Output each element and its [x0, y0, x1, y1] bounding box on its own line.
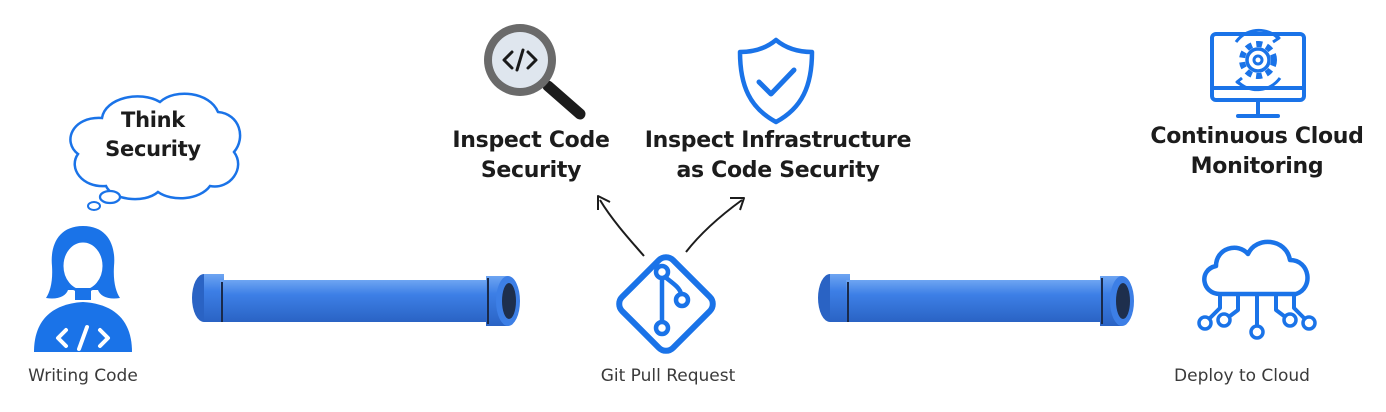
- shield-check-icon: [737, 37, 815, 125]
- thought-bubble-icon: [69, 92, 242, 211]
- pipe-right: [816, 268, 1146, 332]
- branch-arrows-icon: [597, 195, 745, 257]
- git-icon-wrap: [604, 242, 728, 366]
- monitor-icon-wrap: [1208, 22, 1308, 122]
- inspect-code-line-2: Security: [480, 158, 582, 184]
- developer-icon-wrap: [28, 222, 138, 354]
- pipe-icon: [192, 274, 520, 326]
- thought-line-1: Think: [121, 108, 185, 132]
- code-magnifier-icon: [484, 24, 586, 120]
- thought-line-2: Security: [105, 136, 201, 161]
- developer-code-icon: [34, 226, 132, 352]
- deploy-to-cloud-label: Deploy to Cloud: [1174, 366, 1310, 386]
- continuous-monitoring-label: Continuous Cloud Monitoring: [1130, 122, 1384, 183]
- thought-bubble: [60, 88, 250, 218]
- shield-icon-wrap: [734, 36, 818, 126]
- inspect-code-line-1: Inspect Code: [452, 128, 610, 153]
- inspect-iac-line-1: Inspect Infrastructure: [644, 128, 912, 153]
- monitoring-line-1: Continuous Cloud: [1150, 124, 1364, 149]
- magnifier-icon-wrap: [478, 20, 590, 120]
- git-pull-request-icon: [616, 254, 716, 354]
- pipe-icon: [818, 274, 1134, 326]
- inspect-iac-security-label: Inspect Infrastructure as Code Security: [630, 126, 926, 187]
- cloud-icon-wrap: [1194, 232, 1320, 344]
- inspect-iac-line-2: as Code Security: [676, 158, 880, 184]
- git-pull-request-label: Git Pull Request: [600, 366, 736, 386]
- pipe-left: [190, 268, 530, 332]
- inspect-code-security-label: Inspect Code Security: [431, 126, 631, 187]
- thought-bubble-text: Think Security: [93, 106, 213, 164]
- monitoring-line-2: Monitoring: [1190, 154, 1324, 180]
- monitor-gear-icon: [1210, 28, 1306, 118]
- cloud-network-icon: [1197, 239, 1317, 340]
- writing-code-label: Writing Code: [28, 366, 138, 386]
- branch-arrows: [590, 190, 760, 260]
